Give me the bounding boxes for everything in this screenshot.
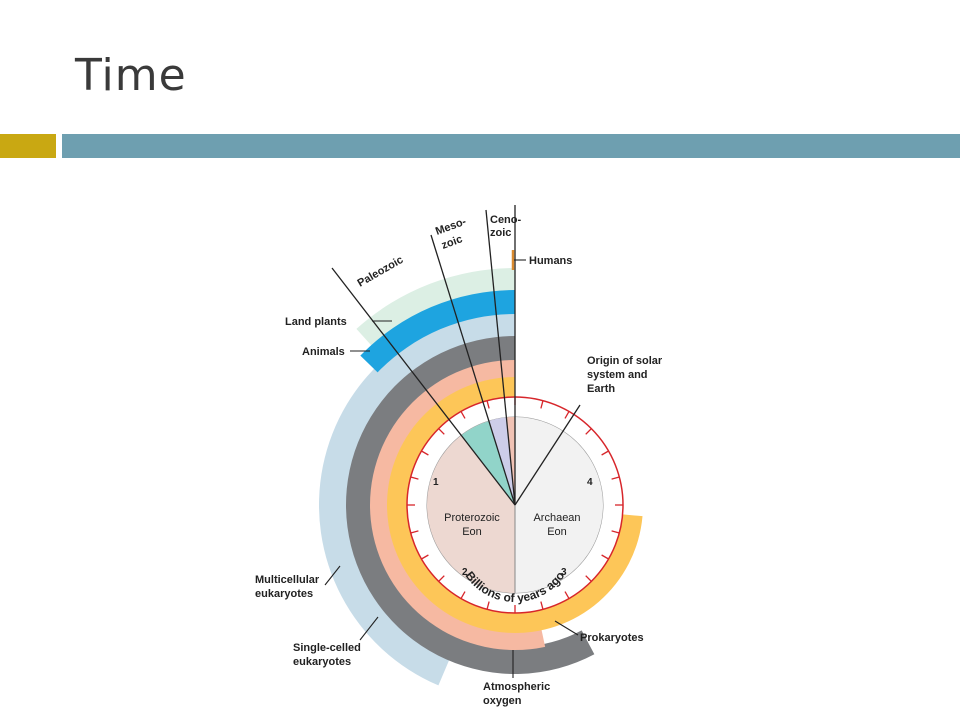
prokaryotes-leader xyxy=(554,620,579,636)
animals-label: Animals xyxy=(302,346,345,358)
archaean-label-line1: Archaean xyxy=(533,512,580,524)
clock-tick xyxy=(410,476,419,480)
clock-tick xyxy=(410,530,419,534)
paleozoic-label: Paleozoic xyxy=(356,254,406,290)
life-history-arcs xyxy=(319,268,643,686)
paleozoic-boundary-line xyxy=(331,267,516,506)
clock-tick xyxy=(564,591,570,599)
proterozoic-label-line2: Eon xyxy=(462,526,482,538)
mesozoic-label-line2: zoic xyxy=(440,233,464,252)
clock-tick xyxy=(438,428,445,435)
clock-tick xyxy=(601,554,609,560)
prokaryotes-label: Prokaryotes xyxy=(580,632,644,644)
origin-label-line1: Origin of solar xyxy=(587,355,663,367)
title-accent-bar xyxy=(0,134,56,158)
mesozoic-label-line1: Meso- xyxy=(434,216,468,238)
clock-tick xyxy=(564,411,570,419)
clock-tick xyxy=(460,411,466,419)
radial-era-lines xyxy=(331,205,581,506)
mesozoic-boundary-line xyxy=(430,234,516,506)
humans-label: Humans xyxy=(529,255,572,267)
cenozoic-label-line1: Ceno- xyxy=(490,214,522,226)
multicellular-eukaryotes-arc xyxy=(319,309,515,686)
paleozoic-era-wedge xyxy=(461,420,515,505)
land-plants-label: Land plants xyxy=(285,316,347,328)
clock-tick xyxy=(486,601,490,610)
cenozoic-boundary-line xyxy=(485,209,516,506)
clock-tick xyxy=(421,450,429,456)
clock-tick xyxy=(611,476,620,480)
archaean-eon-region xyxy=(515,417,603,593)
title-divider-bar xyxy=(62,134,960,158)
origin-label-line2: system and xyxy=(587,369,648,381)
clock-tick xyxy=(611,530,620,534)
origin-of-earth-line xyxy=(514,404,581,506)
atmospheric-oxygen-label-line2: oxygen xyxy=(483,695,522,707)
clock-tick xyxy=(486,400,490,409)
animals-arc xyxy=(360,290,515,373)
atmospheric-oxygen-label-line1: Atmospheric xyxy=(483,681,550,693)
clock-number-2: 2 xyxy=(462,567,468,578)
clock-number-1: 1 xyxy=(433,477,439,488)
multicellular-label-line2: eukaryotes xyxy=(255,588,313,600)
cenozoic-label-line2: zoic xyxy=(490,227,511,239)
clock-tick xyxy=(540,400,544,409)
single-celled-eukaryotes-arc xyxy=(346,336,595,675)
callout-leader-lines xyxy=(324,250,579,678)
single-celled-label-line2: eukaryotes xyxy=(293,656,351,668)
clock-tick xyxy=(421,554,429,560)
proterozoic-label-line1: Proterozoic xyxy=(444,512,500,524)
clock-tick xyxy=(438,575,445,582)
clock-number-3: 3 xyxy=(561,567,567,578)
multicellular-leader xyxy=(324,565,341,586)
single-celled-label-line1: Single-celled xyxy=(293,642,361,654)
clock-tick xyxy=(540,601,544,610)
clock-ticks xyxy=(407,397,623,613)
origin-label-line3: Earth xyxy=(587,383,615,395)
multicellular-label-line1: Multicellular xyxy=(255,574,320,586)
single-celled-leader xyxy=(359,616,379,641)
clock-tick xyxy=(585,428,592,435)
clock-number-4: 4 xyxy=(587,477,593,488)
clock-tick xyxy=(585,575,592,582)
archaean-label-line2: Eon xyxy=(547,526,567,538)
slide-title: Time xyxy=(75,50,187,101)
clock-tick xyxy=(601,450,609,456)
clock-tick xyxy=(460,591,466,599)
